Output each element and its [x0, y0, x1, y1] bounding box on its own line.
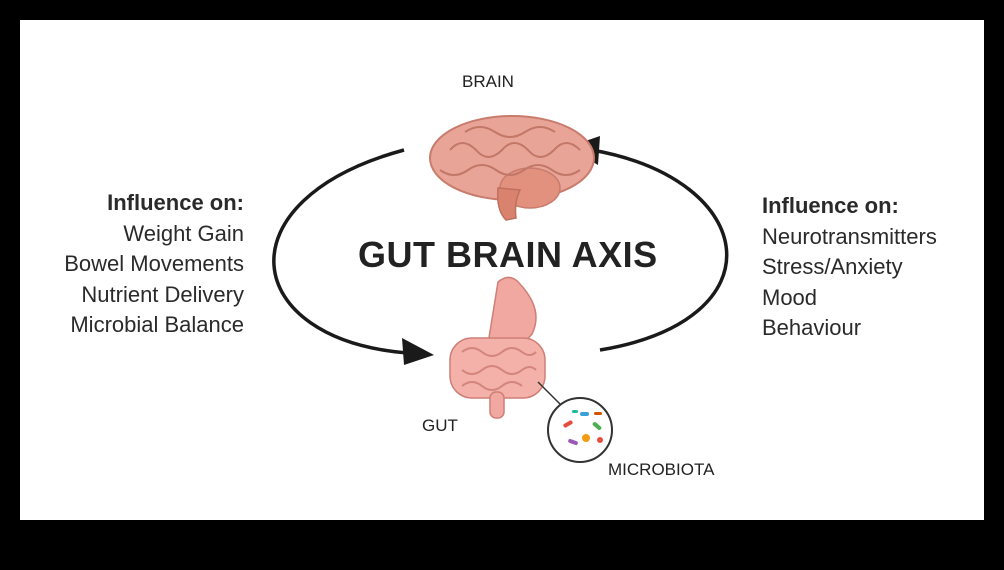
- brain-label: BRAIN: [462, 72, 514, 91]
- diagram-canvas: BRAIN GUT MICROBIOTA GUT BRAIN AXIS Infl…: [20, 20, 984, 520]
- diagram-artwork: [272, 115, 729, 463]
- right-panel-heading: Influence on:: [762, 193, 899, 218]
- microbiota-label: MICROBIOTA: [608, 460, 715, 479]
- left-panel-item: Nutrient Delivery: [81, 281, 244, 307]
- microbiota-magnifier-icon: [537, 381, 613, 463]
- right-panel-item: Stress/Anxiety: [762, 254, 903, 279]
- left-influence-panel: Influence on: Weight Gain Bowel Movement…: [64, 188, 244, 341]
- brain-icon: [429, 115, 595, 221]
- diagram-title: GUT BRAIN AXIS: [358, 234, 658, 275]
- left-panel-item: Weight Gain: [123, 220, 244, 246]
- right-panel-item: Neurotransmitters: [762, 223, 937, 249]
- left-panel-heading: Influence on:: [107, 190, 244, 215]
- right-panel-item: Mood: [762, 284, 818, 310]
- right-panel-item: Behaviour: [762, 315, 862, 340]
- gut-label: GUT: [422, 416, 458, 435]
- intestines-icon: [449, 276, 546, 419]
- left-panel-item: Microbial Balance: [70, 312, 244, 337]
- arrow-brain-to-gut: [272, 148, 434, 365]
- right-influence-panel: Influence on: Neurotransmitters Stress/A…: [762, 191, 937, 344]
- left-panel-item: Bowel Movements: [64, 251, 244, 276]
